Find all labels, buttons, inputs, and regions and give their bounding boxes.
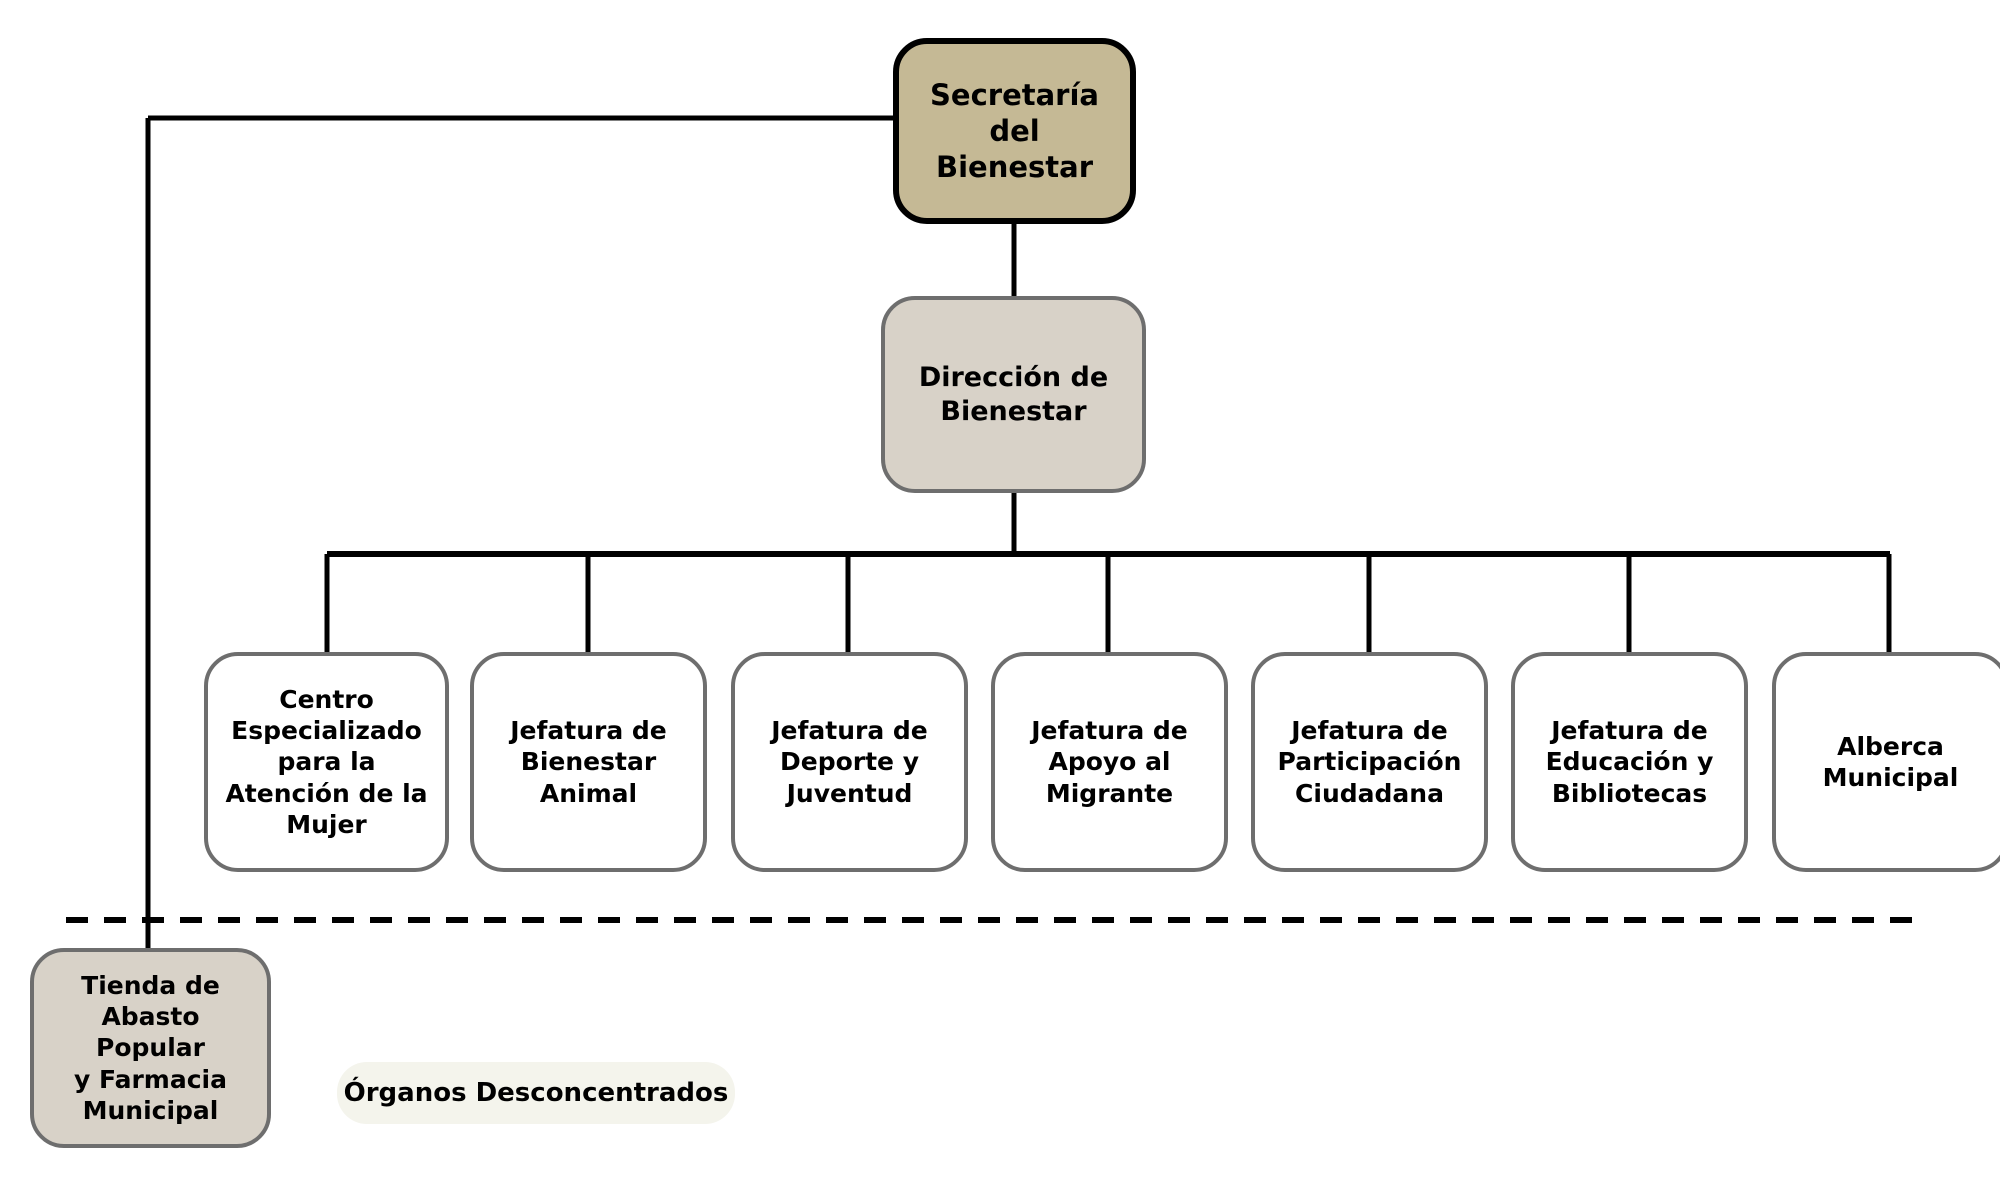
node-direccion-de-bienestar[interactable]: Dirección de Bienestar	[881, 296, 1146, 493]
node-label: Centro Especializado para la Atención de…	[225, 684, 428, 839]
legend-organos-desconcentrados: Órganos Desconcentrados	[337, 1062, 735, 1124]
node-jefatura-participacion-ciudadana[interactable]: Jefatura de Participación Ciudadana	[1251, 652, 1488, 872]
node-label: Jefatura de Deporte y Juventud	[771, 716, 928, 808]
node-label: Alberca Municipal	[1822, 731, 1959, 792]
node-alberca-municipal[interactable]: Alberca Municipal	[1772, 652, 2000, 872]
node-jefatura-deporte-juventud[interactable]: Jefatura de Deporte y Juventud	[731, 652, 968, 872]
node-label: Tienda de Abasto Popular y Farmacia Muni…	[74, 970, 227, 1125]
node-jefatura-bienestar-animal[interactable]: Jefatura de Bienestar Animal	[470, 652, 707, 872]
node-jefatura-apoyo-migrante[interactable]: Jefatura de Apoyo al Migrante	[991, 652, 1228, 872]
node-tienda-abasto-popular-farmacia-municipal[interactable]: Tienda de Abasto Popular y Farmacia Muni…	[30, 948, 271, 1148]
node-label: Jefatura de Participación Ciudadana	[1277, 716, 1462, 808]
node-label: Jefatura de Educación y Bibliotecas	[1545, 716, 1714, 808]
node-label: Jefatura de Apoyo al Migrante	[1031, 716, 1188, 808]
node-label: Dirección de Bienestar	[918, 361, 1109, 427]
node-jefatura-educacion-bibliotecas[interactable]: Jefatura de Educación y Bibliotecas	[1511, 652, 1748, 872]
node-label: Jefatura de Bienestar Animal	[510, 716, 667, 808]
node-centro-especializado-mujer[interactable]: Centro Especializado para la Atención de…	[204, 652, 449, 872]
node-secretaria-del-bienestar[interactable]: Secretaría del Bienestar	[893, 38, 1136, 224]
legend-label: Órganos Desconcentrados	[343, 1078, 729, 1108]
node-label: Secretaría del Bienestar	[930, 77, 1099, 185]
